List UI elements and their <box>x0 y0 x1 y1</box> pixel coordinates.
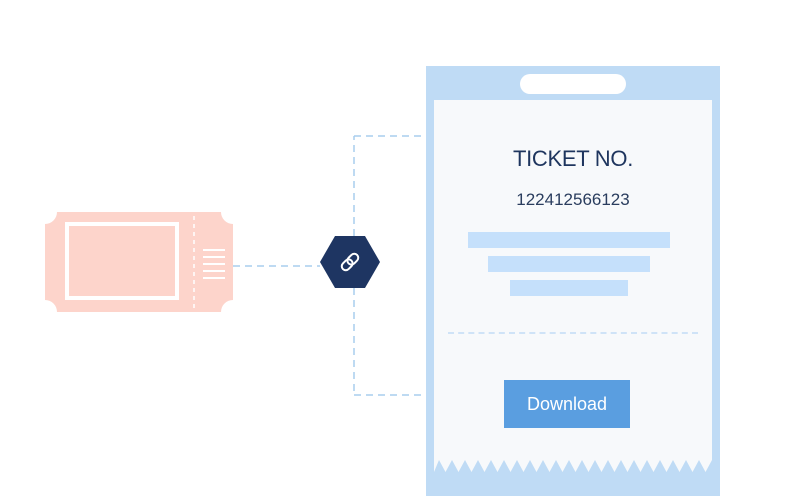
phone-speaker <box>520 74 626 94</box>
ticket-number: 122412566123 <box>516 190 630 209</box>
receipt-divider <box>448 332 698 334</box>
ticket-title: TICKET NO. <box>512 146 634 171</box>
placeholder-line <box>488 256 650 272</box>
ticket-icon <box>45 212 233 312</box>
link-icon <box>320 236 380 288</box>
placeholder-line <box>468 232 670 248</box>
placeholder-line <box>510 280 628 296</box>
download-button[interactable]: Download <box>504 380 630 428</box>
